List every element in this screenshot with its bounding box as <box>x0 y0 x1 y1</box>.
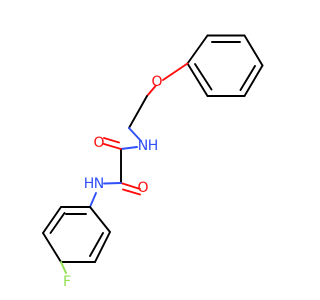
bond <box>128 95 148 129</box>
bond <box>239 65 256 91</box>
oxygen-atom-label: O <box>93 135 104 151</box>
bond <box>120 146 138 150</box>
bond <box>128 127 142 142</box>
bond <box>162 62 189 81</box>
bond <box>186 34 209 65</box>
phenyl-ring-top <box>186 34 264 97</box>
bond <box>122 188 141 196</box>
bond <box>89 232 104 257</box>
ethoxy-linker <box>128 62 189 142</box>
bond <box>103 143 122 150</box>
oxygen-atom-label: O <box>151 74 162 90</box>
bond <box>94 231 111 263</box>
oxygen-atom-label: O <box>137 180 148 196</box>
bond <box>243 34 264 67</box>
bond <box>103 182 122 185</box>
hydrogen-atom-label: H <box>84 176 95 192</box>
oxalamide-core <box>89 137 141 208</box>
bond <box>120 182 141 190</box>
bond <box>89 206 111 233</box>
bond <box>243 64 264 97</box>
nitrogen-atom-label: N <box>138 138 148 154</box>
bond <box>194 63 213 91</box>
bond <box>146 85 157 97</box>
bond <box>49 212 66 234</box>
bond <box>186 62 209 97</box>
fluorophenyl-ring <box>42 206 111 274</box>
bond <box>42 232 62 263</box>
nitrogen-atom-label: N <box>94 176 104 192</box>
atom-labels: O N H O O N H F <box>63 74 163 290</box>
fluorine-atom-label: F <box>63 274 71 290</box>
molecule-structure: O N H O O N H F <box>42 34 264 290</box>
bond <box>60 261 67 274</box>
bond <box>89 192 97 208</box>
hydrogen-atom-label: H <box>148 138 159 154</box>
bond <box>42 206 62 234</box>
bond <box>103 137 120 144</box>
